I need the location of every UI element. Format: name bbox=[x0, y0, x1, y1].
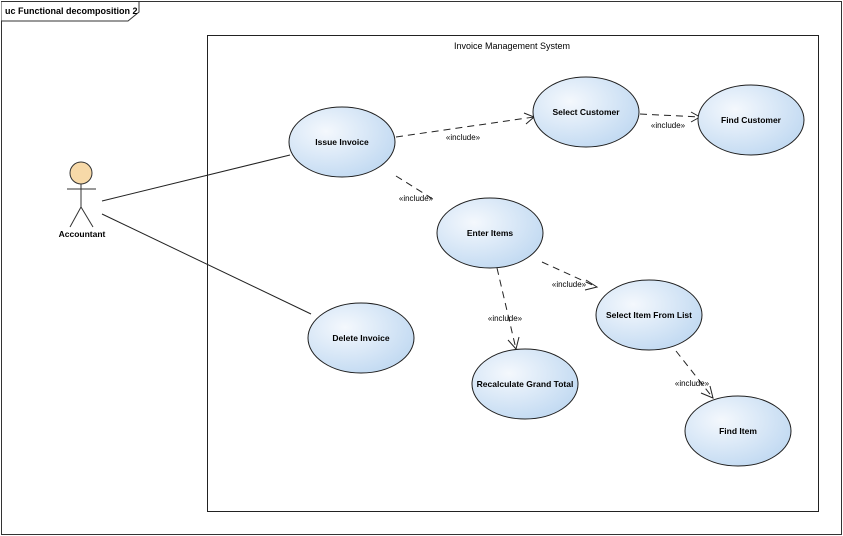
include-select-item-to-find-item bbox=[675, 350, 714, 399]
actor-head bbox=[69, 161, 93, 185]
include-label: «include» bbox=[675, 379, 710, 388]
include-enter-to-select-item bbox=[541, 261, 598, 288]
frame-title-tab bbox=[1, 1, 140, 22]
usecase-select-item-from-list[interactable]: Select Item From List bbox=[595, 279, 703, 351]
usecase-issue-invoice[interactable]: Issue Invoice bbox=[288, 106, 396, 178]
actor-label: Accountant bbox=[59, 229, 106, 239]
include-label: «include» bbox=[552, 280, 587, 289]
usecase-label: Delete Invoice bbox=[332, 333, 389, 343]
include-label: «include» bbox=[446, 133, 481, 142]
usecase-find-item[interactable]: Find Item bbox=[684, 395, 792, 467]
usecase-delete-invoice[interactable]: Delete Invoice bbox=[307, 302, 415, 374]
include-arrowhead bbox=[584, 279, 599, 291]
include-enter-to-recalculate bbox=[496, 267, 517, 350]
usecase-label: Find Customer bbox=[721, 115, 782, 125]
include-issue-to-enter-items bbox=[395, 175, 437, 202]
usecase-label: Issue Invoice bbox=[315, 137, 369, 147]
include-select-to-find-customer bbox=[639, 113, 701, 118]
include-label: «include» bbox=[488, 314, 523, 323]
actor-accountant[interactable] bbox=[67, 161, 96, 228]
usecase-select-customer[interactable]: Select Customer bbox=[532, 76, 640, 148]
frame-title: uc Functional decomposition 2 bbox=[5, 6, 138, 16]
usecase-label: Select Customer bbox=[552, 107, 620, 117]
actor-left-leg bbox=[69, 206, 82, 228]
association-delete-invoice bbox=[101, 213, 312, 315]
usecase-find-customer[interactable]: Find Customer bbox=[697, 84, 805, 156]
include-label: «include» bbox=[399, 194, 434, 203]
usecase-label: Enter Items bbox=[467, 228, 514, 238]
include-arrowhead bbox=[700, 385, 714, 399]
usecase-label: Find Item bbox=[719, 426, 757, 436]
usecase-enter-items[interactable]: Enter Items bbox=[436, 197, 544, 269]
usecase-label: Recalculate Grand Total bbox=[477, 379, 574, 389]
include-label: «include» bbox=[651, 121, 686, 130]
usecase-label: Select Item From List bbox=[606, 310, 692, 320]
system-title: Invoice Management System bbox=[454, 41, 570, 51]
association-issue-invoice bbox=[101, 154, 291, 202]
usecase-recalculate-grand-total[interactable]: Recalculate Grand Total bbox=[471, 348, 579, 420]
actor-right-leg bbox=[80, 206, 94, 228]
